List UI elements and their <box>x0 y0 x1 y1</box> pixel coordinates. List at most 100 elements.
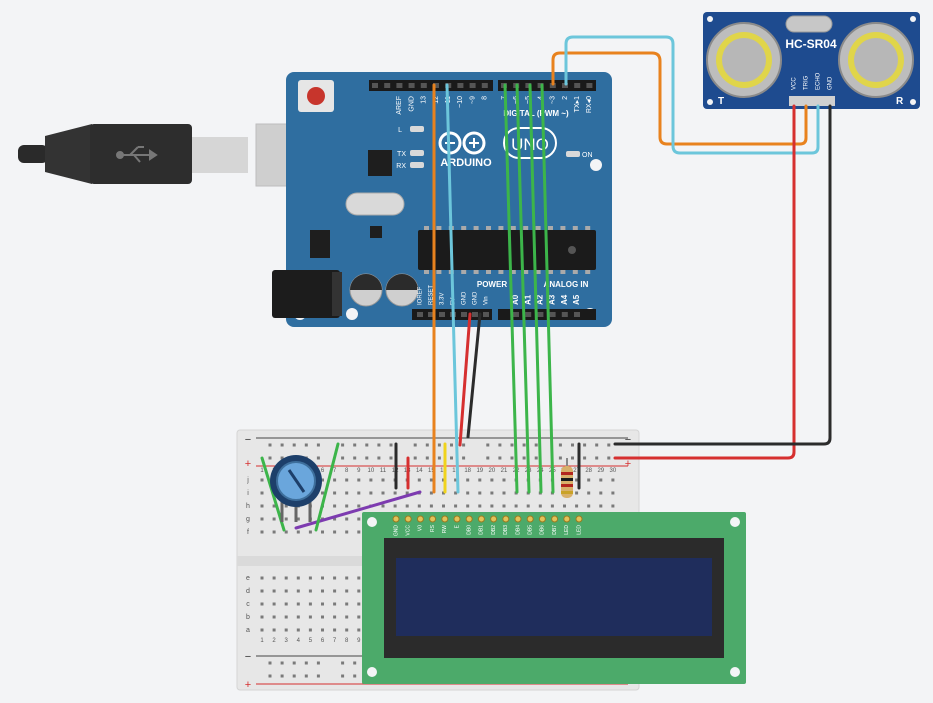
wire-gnd-black[interactable] <box>466 312 482 439</box>
rail-hole[interactable] <box>486 456 490 460</box>
wire-pot-left-green[interactable] <box>260 456 286 532</box>
rail-hole[interactable] <box>268 661 272 665</box>
breadboard-hole[interactable] <box>393 504 397 508</box>
header-hole[interactable] <box>396 83 403 88</box>
header-hole[interactable] <box>384 83 391 88</box>
breadboard-hole[interactable] <box>466 491 470 495</box>
breadboard-hole[interactable] <box>611 504 615 508</box>
breadboard-hole[interactable] <box>260 576 264 580</box>
rail-hole[interactable] <box>268 443 272 447</box>
breadboard-hole[interactable] <box>454 504 458 508</box>
wire-echo-cyan[interactable] <box>564 35 820 155</box>
breadboard-hole[interactable] <box>369 491 373 495</box>
rail-hole[interactable] <box>450 443 453 447</box>
wire-pin5-green[interactable] <box>503 83 519 494</box>
rail-hole[interactable] <box>292 674 296 678</box>
breadboard-hole[interactable] <box>284 504 288 508</box>
rail-hole[interactable] <box>353 674 357 678</box>
rail-hole[interactable] <box>486 443 490 447</box>
breadboard-hole[interactable] <box>502 504 506 508</box>
breadboard-hole[interactable] <box>308 628 312 632</box>
breadboard-hole[interactable] <box>333 478 337 482</box>
header-hole[interactable] <box>408 83 415 88</box>
lcd-pin[interactable] <box>416 515 424 523</box>
rail-hole[interactable] <box>534 456 538 460</box>
rail-hole[interactable] <box>437 456 441 460</box>
rail-hole[interactable] <box>280 661 284 665</box>
breadboard-hole[interactable] <box>357 478 361 482</box>
rail-hole[interactable] <box>522 456 526 460</box>
rail-hole[interactable] <box>498 456 502 460</box>
breadboard-hole[interactable] <box>333 517 337 521</box>
rail-hole[interactable] <box>595 456 599 460</box>
breadboard-hole[interactable] <box>442 491 445 495</box>
lcd-pin[interactable] <box>441 515 449 523</box>
breadboard-hole[interactable] <box>321 615 324 619</box>
rail-hole[interactable] <box>462 443 466 447</box>
breadboard-hole[interactable] <box>272 576 276 580</box>
header-hole[interactable] <box>537 312 544 317</box>
header-hole[interactable] <box>469 83 476 88</box>
lcd-pin[interactable] <box>526 515 534 523</box>
breadboard-hole[interactable] <box>502 491 506 495</box>
breadboard-hole[interactable] <box>284 628 288 632</box>
breadboard-hole[interactable] <box>526 504 530 508</box>
breadboard-hole[interactable] <box>296 517 300 521</box>
breadboard-hole[interactable] <box>284 530 288 534</box>
breadboard-hole[interactable] <box>478 491 482 495</box>
breadboard-hole[interactable] <box>345 602 349 606</box>
rail-hole[interactable] <box>280 443 284 447</box>
header-hole[interactable] <box>420 83 427 88</box>
breadboard-hole[interactable] <box>296 530 300 534</box>
header-hole[interactable] <box>428 312 434 317</box>
rail-hole[interactable] <box>425 443 429 447</box>
breadboard-hole[interactable] <box>333 589 337 593</box>
lcd-pin[interactable] <box>392 515 400 523</box>
header-hole[interactable] <box>461 312 467 317</box>
breadboard-hole[interactable] <box>308 589 312 593</box>
breadboard-hole[interactable] <box>284 576 288 580</box>
rail-hole[interactable] <box>522 443 526 447</box>
breadboard-hole[interactable] <box>333 504 337 508</box>
breadboard-hole[interactable] <box>490 491 494 495</box>
breadboard-hole[interactable] <box>466 504 470 508</box>
rail-hole[interactable] <box>571 456 574 460</box>
breadboard-hole[interactable] <box>514 504 518 508</box>
breadboard-hole[interactable] <box>308 602 312 606</box>
rail-hole[interactable] <box>292 661 296 665</box>
wires[interactable] <box>260 35 832 532</box>
rail-hole[interactable] <box>341 456 345 460</box>
lcd-pin[interactable] <box>502 515 510 523</box>
rail-hole[interactable] <box>304 661 308 665</box>
rail-hole[interactable] <box>316 674 320 678</box>
header-hole[interactable] <box>457 83 464 88</box>
breadboard-hole[interactable] <box>308 530 312 534</box>
breadboard-hole[interactable] <box>345 530 349 534</box>
breadboard-hole[interactable] <box>478 504 482 508</box>
lcd-pin[interactable] <box>514 515 522 523</box>
breadboard-hole[interactable] <box>575 504 579 508</box>
breadboard-hole[interactable] <box>611 478 615 482</box>
breadboard-hole[interactable] <box>345 628 349 632</box>
rail-hole[interactable] <box>437 443 441 447</box>
breadboard-hole[interactable] <box>478 478 482 482</box>
header-hole[interactable] <box>439 312 445 317</box>
breadboard-hole[interactable] <box>333 491 337 495</box>
rail-hole[interactable] <box>583 443 587 447</box>
header-hole[interactable] <box>586 83 593 88</box>
breadboard-hole[interactable] <box>284 615 288 619</box>
breadboard-hole[interactable] <box>575 478 579 482</box>
potentiometer[interactable] <box>270 455 322 522</box>
rail-hole[interactable] <box>571 443 574 447</box>
lcd-pin[interactable] <box>575 515 583 523</box>
breadboard-hole[interactable] <box>454 491 458 495</box>
breadboard-hole[interactable] <box>321 530 324 534</box>
breadboard-hole[interactable] <box>260 628 264 632</box>
rail-hole[interactable] <box>450 456 453 460</box>
breadboard-hole[interactable] <box>296 615 300 619</box>
breadboard-hole[interactable] <box>417 504 421 508</box>
breadboard-hole[interactable] <box>272 589 276 593</box>
rail-hole[interactable] <box>377 456 381 460</box>
breadboard-hole[interactable] <box>296 589 300 593</box>
